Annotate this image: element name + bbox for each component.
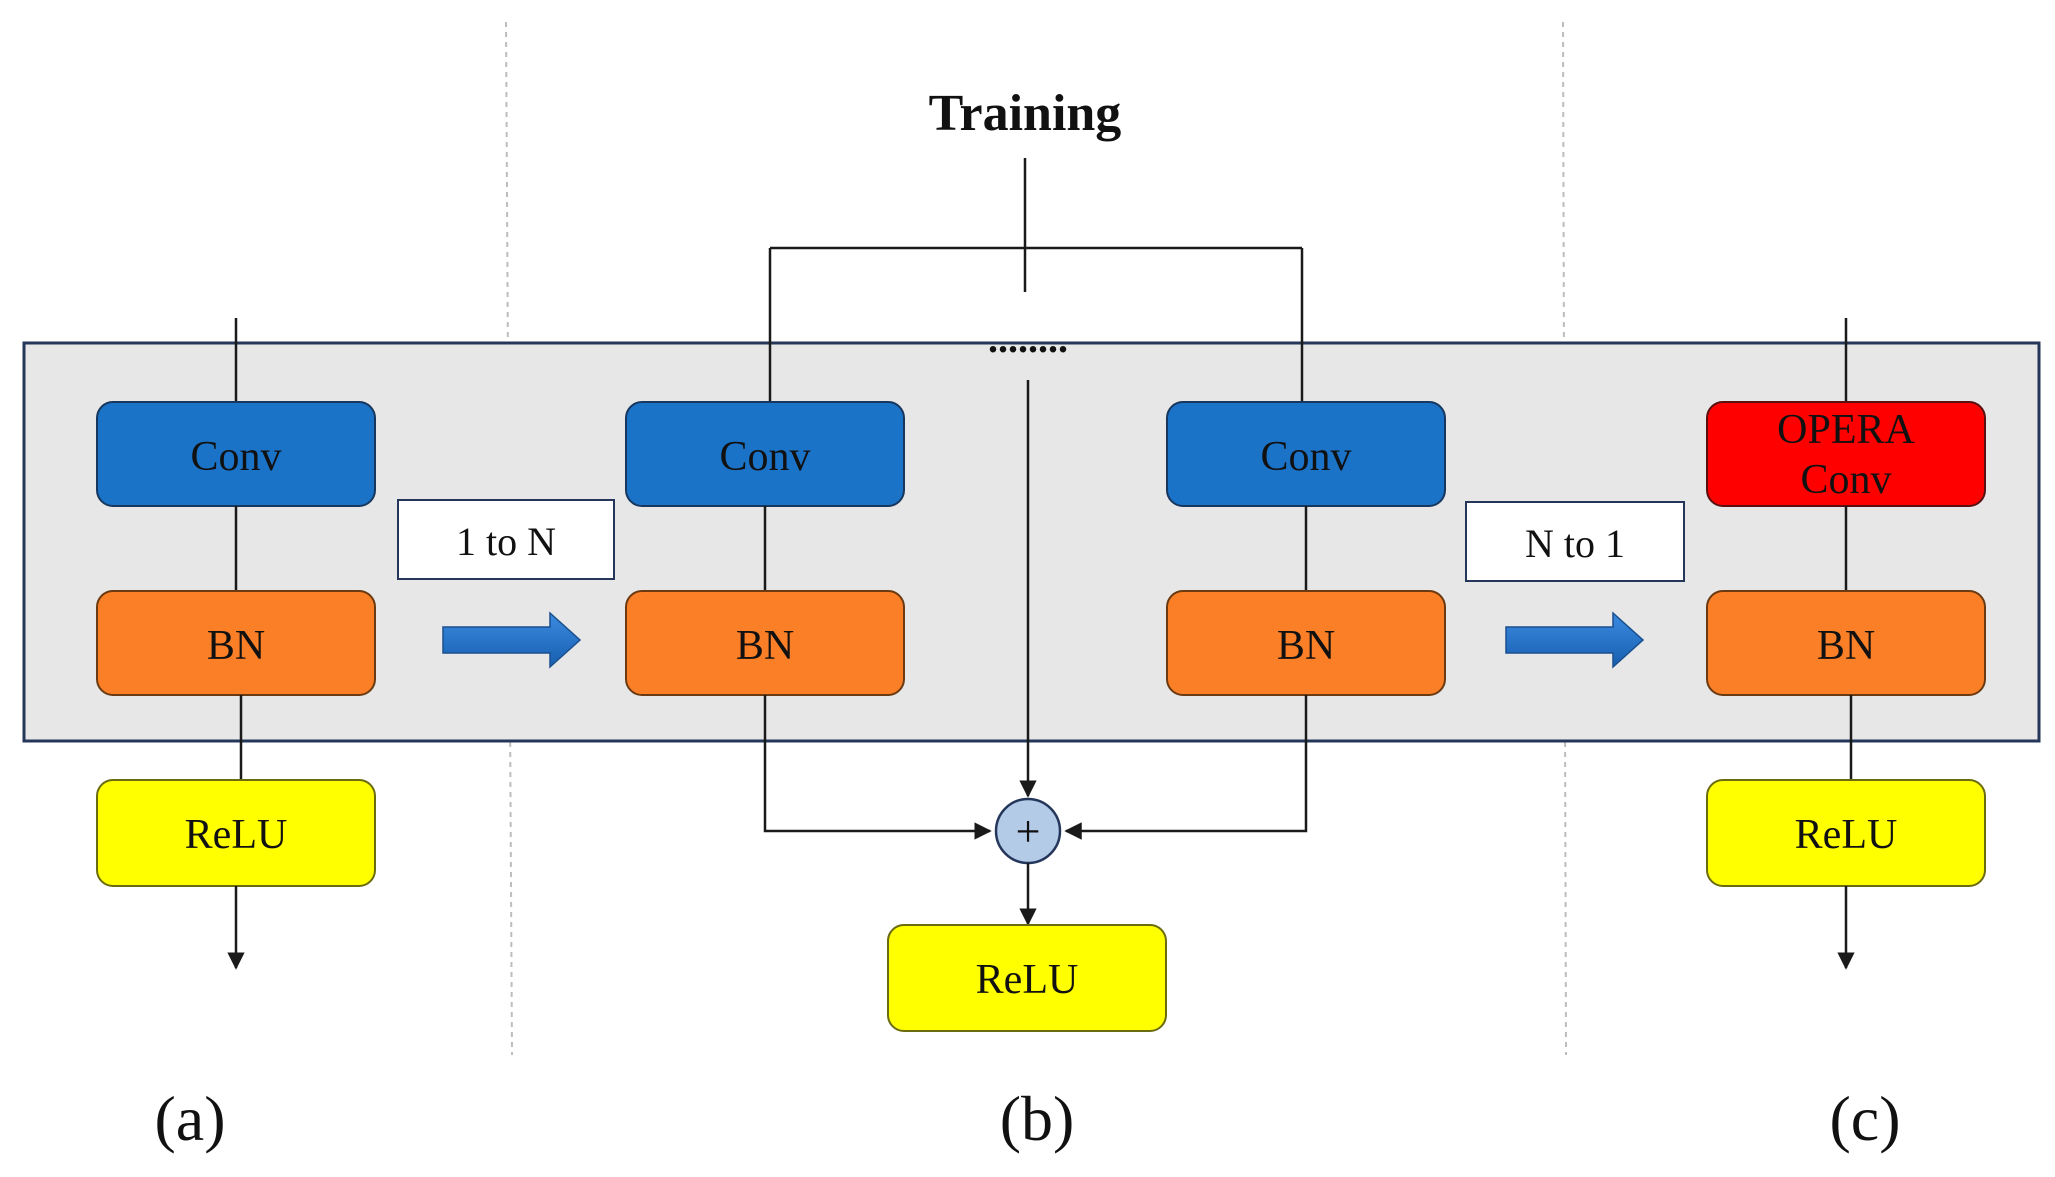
panel-a-conv-label: Conv [190,434,281,480]
panel-b-conv-right-label: Conv [1260,434,1351,480]
panel-b-bn-left-label: BN [736,623,794,669]
one-to-n-box [397,499,615,580]
n-to-one-arrow [1505,611,1645,669]
panel-a-bn-box [96,590,376,696]
training-title: Training [929,85,1122,142]
panel-b-bn-right-label: BN [1277,623,1335,669]
panel-c-label: (c) [1829,1083,1900,1154]
panel-a-bn-label: BN [207,623,265,669]
separator-left [505,21,513,1056]
branch-ellipsis: ........ [988,316,1068,361]
panel-a-relu-label: ReLU [185,812,288,858]
adder-symbol: + [1016,807,1041,856]
one-to-n-arrow [442,611,582,669]
panel-b-right-sum-wire [1064,695,1308,840]
n-to-one-box [1465,501,1685,582]
panel-c-opera-conv-line1: OPERA [1777,407,1915,453]
panel-b-relu-label: ReLU [976,957,1079,1003]
panel-c-relu-label: ReLU [1795,812,1898,858]
one-to-n-label: 1 to N [456,519,556,564]
panel-a-label: (a) [154,1083,225,1154]
panel-b-left-sum-wire [763,695,992,840]
panel-b-label: (b) [1000,1083,1075,1154]
separator-right [1562,21,1567,1056]
panel-c-bn-box [1706,590,1986,696]
panel-c-opera-conv-line2: Conv [1800,457,1891,503]
panel-c-bn-label: BN [1817,623,1875,669]
n-to-one-label: N to 1 [1525,521,1625,566]
panel-b-conv-left-label: Conv [719,434,810,480]
panel-b-relu-box [887,924,1167,1032]
